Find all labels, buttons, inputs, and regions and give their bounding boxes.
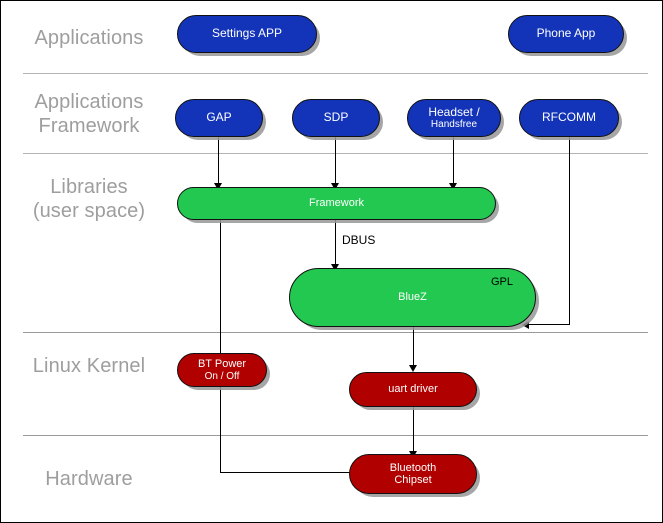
node-settings-app[interactable]: Settings APP: [177, 15, 317, 53]
node-rfcomm[interactable]: RFCOMM: [519, 99, 619, 137]
layer-separator-kernel: [23, 435, 648, 436]
node-bluez[interactable]: GPL BlueZ: [289, 268, 536, 327]
edge-uart-to-chipset-line: [413, 407, 414, 455]
node-sdp-label: SDP: [323, 110, 349, 125]
edge-framework-to-chipset-vline: [220, 220, 221, 473]
node-uart-driver[interactable]: uart driver: [349, 372, 477, 407]
node-bluetooth-chipset[interactable]: Bluetooth Chipset: [349, 454, 477, 494]
layer-label-libraries: Libraries (user space): [32, 176, 146, 222]
edge-bluez-to-uart-line: [413, 327, 414, 369]
edge-sdp-to-framework-line: [335, 137, 336, 187]
edge-bluez-to-uart-arrow: [409, 365, 417, 372]
node-uart-driver-label: uart driver: [388, 383, 438, 396]
edge-label-dbus: DBUS: [340, 233, 378, 247]
node-framework[interactable]: Framework: [177, 187, 496, 220]
node-phone-app[interactable]: Phone App: [508, 15, 624, 53]
layer-label-linux-kernel: Linux Kernel: [32, 355, 146, 377]
edge-rfcomm-to-bluez-arrow: [522, 321, 529, 329]
node-headset-handsfree[interactable]: Headset / Handsfree: [407, 99, 501, 137]
layer-separator-applications: [23, 73, 648, 74]
edge-headset-to-framework-line: [453, 137, 454, 187]
node-bt-power-sublabel: On / Off: [204, 370, 240, 382]
node-headset-handsfree-label: Headset /: [428, 104, 480, 119]
node-bluez-license-tag: GPL: [490, 276, 513, 288]
layer-separator-libraries: [23, 332, 648, 333]
node-gap-label: GAP: [206, 110, 232, 125]
node-bluetooth-chipset-label: Bluetooth: [389, 461, 437, 474]
node-bluetooth-chipset-sublabel: Chipset: [394, 474, 432, 486]
node-settings-app-label: Settings APP: [211, 26, 283, 41]
edge-gap-to-framework-line: [218, 137, 219, 187]
node-headset-handsfree-sublabel: Handsfree: [430, 119, 478, 131]
edge-framework-to-bluez-line: [335, 220, 336, 268]
node-rfcomm-label: RFCOMM: [542, 110, 596, 125]
edge-framework-to-chipset-hline: [220, 472, 353, 473]
node-sdp[interactable]: SDP: [292, 99, 380, 137]
layer-label-hardware: Hardware: [45, 468, 133, 490]
node-phone-app-label: Phone App: [536, 26, 596, 41]
layer-label-applications: Applications: [34, 27, 144, 49]
node-bt-power-label: BT Power: [197, 358, 247, 371]
layer-label-applications-framework: Applications Framework: [34, 91, 144, 137]
node-bluez-label: BlueZ: [398, 291, 427, 304]
node-gap[interactable]: GAP: [175, 99, 263, 137]
edge-rfcomm-to-bluez-vline: [569, 137, 570, 325]
node-framework-label: Framework: [308, 197, 364, 210]
edge-rfcomm-to-bluez-hline: [529, 324, 570, 325]
node-bt-power[interactable]: BT Power On / Off: [177, 353, 267, 387]
